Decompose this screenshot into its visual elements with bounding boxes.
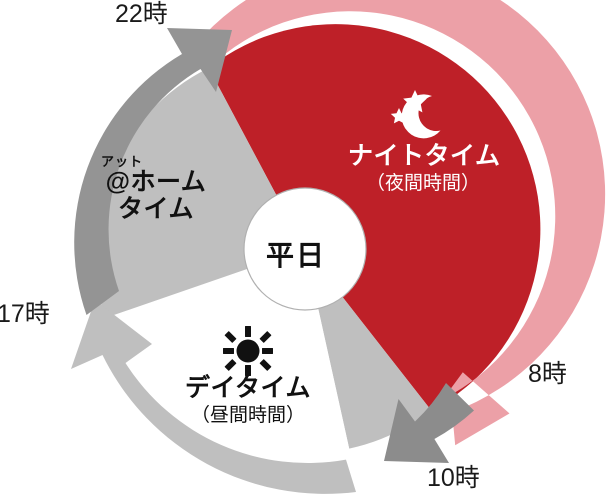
night-arrow: [195, 0, 606, 446]
segment-label-daytime: デイタイム （昼間時間）: [173, 375, 323, 427]
night-sector: [208, 24, 541, 411]
center-label: 平日: [266, 240, 327, 271]
segment-label-night: ナイトタイム （夜間時間）: [348, 142, 501, 195]
time-marker-17: 17時: [0, 300, 50, 328]
daytime-subtitle: （昼間時間）: [190, 405, 305, 426]
time-marker-8: 8時: [528, 360, 567, 388]
athome-arrow: [74, 28, 232, 315]
morning-arrow: [384, 383, 474, 463]
center-circle: [243, 187, 367, 311]
daytime-arrow: [71, 300, 356, 494]
athome-title-line2: タイム: [117, 195, 194, 224]
athome-furigana: アット: [101, 154, 144, 169]
athome-title: @ホーム: [105, 168, 207, 197]
sun-icon: [223, 326, 273, 376]
night-title: ナイトタイム: [348, 142, 501, 170]
daytime-title: デイタイム: [184, 374, 311, 402]
time-marker-10: 10時: [427, 464, 480, 492]
segment-label-athome: アット @ホーム タイム: [91, 154, 221, 224]
time-marker-22: 22時: [115, 0, 168, 28]
night-subtitle: （夜間時間）: [365, 173, 480, 194]
moon-and-stars-icon: [390, 90, 441, 139]
